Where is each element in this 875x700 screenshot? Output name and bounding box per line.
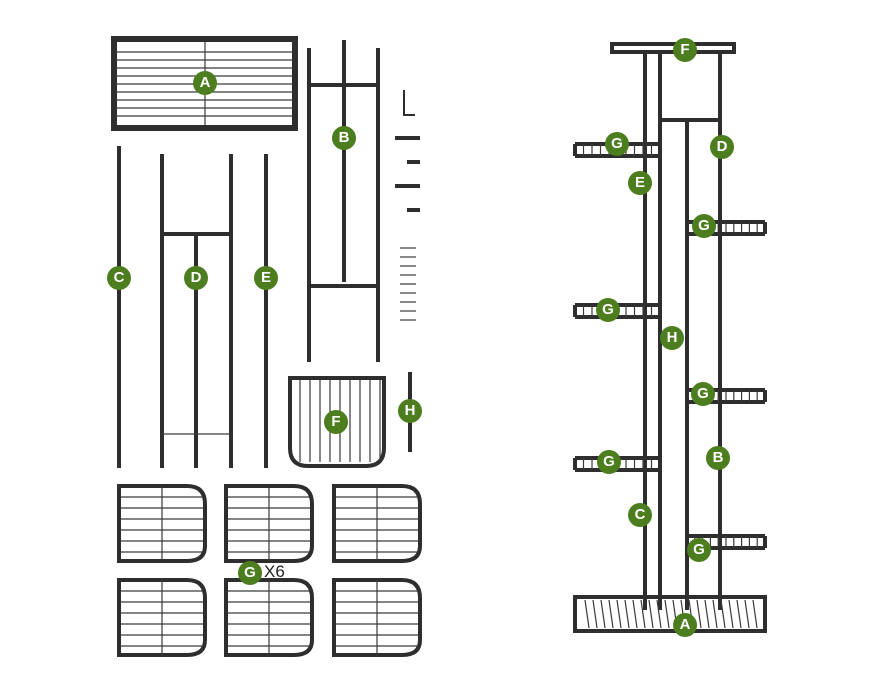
label-c: C: [107, 266, 131, 290]
part-d-frame: [160, 154, 233, 468]
assembled-label-g: G: [597, 450, 621, 474]
assembled-label-c: C: [628, 503, 652, 527]
label-h: H: [398, 399, 422, 423]
assembled-label-g: G: [596, 298, 620, 322]
part-g-shelves: [117, 484, 422, 657]
g-shelf: [224, 484, 314, 563]
label-f: F: [324, 410, 348, 434]
label-e: E: [254, 266, 278, 290]
label-a: A: [193, 71, 217, 95]
assembled-label-g: G: [605, 132, 629, 156]
label-g: G: [238, 561, 262, 585]
assembled-label-g: G: [687, 538, 711, 562]
label-b: B: [332, 126, 356, 150]
assembled-label-b: B: [706, 446, 730, 470]
assembled-label-e: E: [628, 171, 652, 195]
part-a-base: [111, 36, 298, 131]
assembled-label-a: A: [673, 613, 697, 637]
assembled-label-h: H: [660, 326, 684, 350]
g-shelf: [117, 578, 207, 657]
label-d: D: [184, 266, 208, 290]
assembled-label-f: F: [673, 38, 697, 62]
assembled-label-d: D: [710, 135, 734, 159]
assembled-label-g: G: [692, 214, 716, 238]
part-b-frame: [307, 40, 380, 362]
g-quantity: X6: [264, 562, 285, 581]
g-shelf: [332, 578, 422, 657]
g-shelf: [224, 578, 314, 657]
g-shelf: [332, 484, 422, 563]
g-shelf: [117, 484, 207, 563]
hardware-screws: [395, 90, 420, 321]
assembled-label-g: G: [691, 382, 715, 406]
